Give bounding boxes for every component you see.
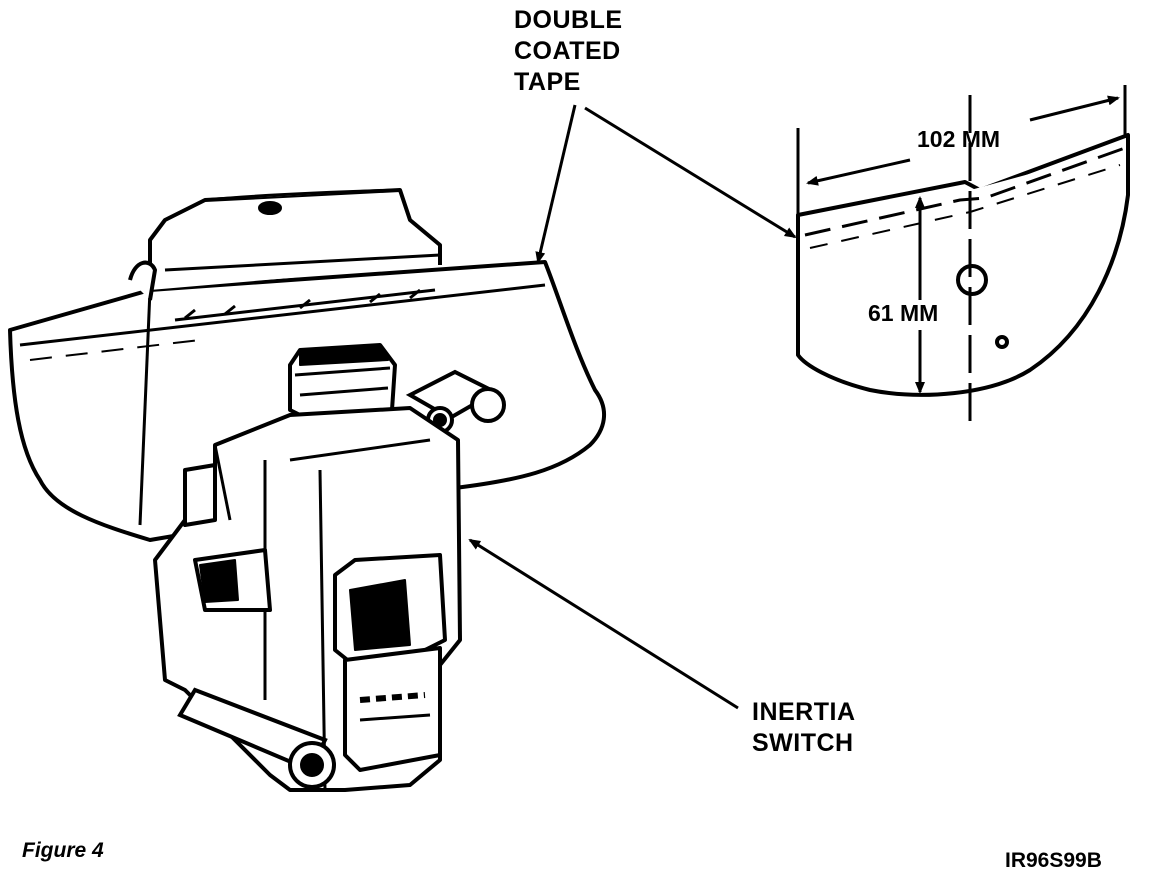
- switch-upper-housing: [128, 188, 442, 322]
- mounting-template-inset: [796, 133, 1130, 397]
- tape-callout-line-3: TAPE: [514, 68, 581, 96]
- tape-leader-lines: [535, 104, 797, 264]
- switch-callout-line-1: INERTIA: [752, 698, 856, 726]
- tape-callout: DOUBLE COATED TAPE: [514, 8, 623, 101]
- upper-pivot-pin-icon: [405, 369, 506, 434]
- width-dimension-icon: [796, 85, 1127, 215]
- tape-callout-line-1: DOUBLE: [514, 6, 623, 34]
- switch-callout-line-2: SWITCH: [752, 729, 854, 757]
- reset-button-icon: [288, 343, 397, 427]
- switch-leader-line: [468, 538, 739, 710]
- width-dimension-label: 102 MM: [917, 126, 1001, 152]
- drawing-code: IR96S99B: [1005, 849, 1102, 872]
- height-dimension-label: 61 MM: [868, 300, 939, 326]
- switch-lower-body: [153, 406, 462, 792]
- tape-callout-line-2: COATED: [514, 37, 621, 65]
- lower-pivot-pin-icon: [177, 687, 336, 789]
- switch-callout: INERTIA SWITCH: [752, 700, 856, 762]
- figure-label: Figure 4: [22, 839, 104, 862]
